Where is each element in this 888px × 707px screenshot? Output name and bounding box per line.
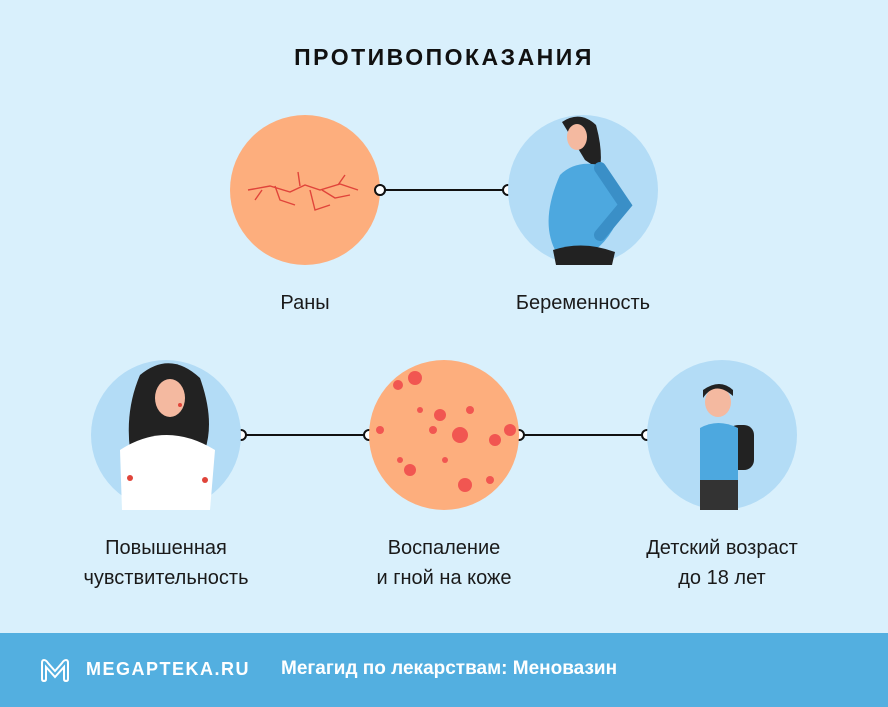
label-inflammation-line1: Воспаление bbox=[387, 537, 501, 559]
label-sensitivity: Повышенная чувствительность bbox=[46, 533, 286, 593]
inflammation-illustration bbox=[369, 360, 519, 510]
wound-connector-dot bbox=[374, 184, 386, 196]
brand-name[interactable]: MEGAPTEKA.RU bbox=[86, 659, 251, 679]
label-inflammation-line2: и гной на коже bbox=[376, 567, 512, 589]
connector-wounds-pregnancy bbox=[374, 184, 514, 196]
footer: MEGAPTEKA.RU Мегагид по лекарствам: Мено… bbox=[0, 633, 888, 707]
label-sensitivity-line1: Повышенная bbox=[105, 537, 227, 559]
connector-sensitivity-inflammation bbox=[235, 429, 375, 441]
label-sensitivity-line2: чувствительность bbox=[83, 567, 249, 589]
label-child-age-line2: до 18 лет bbox=[678, 567, 766, 589]
pregnancy-illustration bbox=[508, 115, 658, 265]
label-child-age: Детский возраст до 18 лет bbox=[602, 533, 842, 593]
label-pregnancy: Беременность bbox=[515, 292, 651, 314]
label-child-age-line1: Детский возраст bbox=[646, 537, 798, 559]
megapteka-logo-icon bbox=[41, 658, 69, 683]
label-inflammation: Воспаление и гной на коже bbox=[324, 533, 564, 593]
child-illustration bbox=[647, 360, 797, 510]
wounds-illustration bbox=[230, 115, 380, 265]
guide-title: Мегагид по лекарствам: Меновазин bbox=[281, 658, 618, 679]
page-title: ПРОТИВОПОКАЗАНИЯ bbox=[294, 44, 594, 70]
label-wounds: Раны bbox=[280, 292, 330, 314]
sensitivity-illustration bbox=[91, 360, 241, 510]
connector-inflammation-child bbox=[513, 429, 653, 441]
